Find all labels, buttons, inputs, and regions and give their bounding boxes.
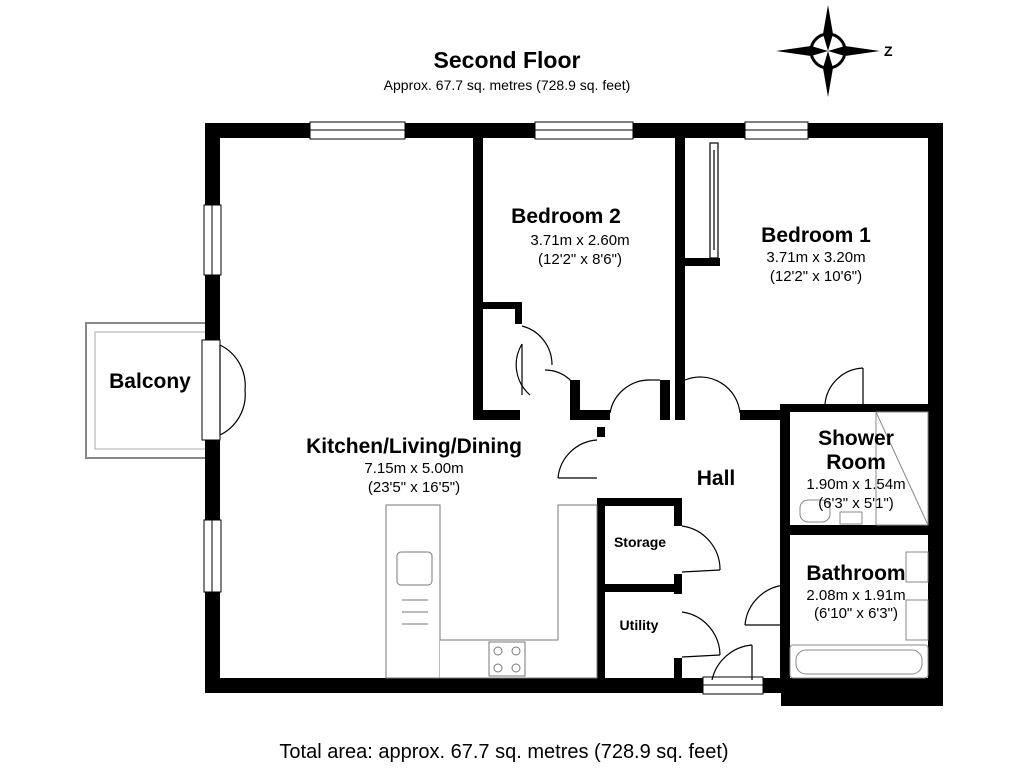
shower-room-label-line2: Room: [826, 451, 886, 474]
doors: [219, 142, 864, 681]
interior-walls: [473, 123, 943, 690]
total-area: Total area: approx. 67.7 sq. metres (728…: [279, 741, 728, 763]
bathroom-label: Bathroom: [806, 562, 905, 585]
compass-label: Z: [884, 43, 893, 59]
bathroom-metric: 2.08m x 1.91m: [806, 587, 905, 604]
bedroom-2-label: Bedroom 2: [511, 205, 621, 228]
shower-room-metric: 1.90m x 1.54m: [806, 476, 905, 493]
kitchen-imperial: (23'5" x 16'5"): [368, 479, 460, 496]
balcony-label: Balcony: [109, 370, 191, 393]
kitchen-units: [385, 504, 598, 679]
kitchen-metric: 7.15m x 5.00m: [364, 460, 463, 477]
compass-icon: Z: [776, 5, 893, 97]
shower-fixtures: [799, 411, 929, 526]
bathroom-fixtures: [789, 551, 929, 679]
balcony: [85, 322, 207, 459]
bedroom-2-imperial: (12'2" x 8'6"): [538, 251, 622, 268]
kitchen-label: Kitchen/Living/Dining: [306, 435, 522, 458]
windows: [201, 121, 809, 695]
shower-room-imperial: (6'3" x 5'1"): [818, 495, 894, 512]
utility-label: Utility: [620, 617, 659, 633]
bathroom-imperial: (6'10" x 6'3"): [814, 605, 898, 622]
shower-room-label-line1: Shower: [818, 427, 894, 450]
plan-title: Second Floor: [434, 47, 581, 73]
bedroom-1-imperial: (12'2" x 10'6"): [770, 268, 862, 285]
bedroom-2-metric: 3.71m x 2.60m: [530, 232, 629, 249]
bedroom-1-label: Bedroom 1: [761, 224, 871, 247]
plan-subtitle: Approx. 67.7 sq. metres (728.9 sq. feet): [384, 77, 631, 93]
hall-label: Hall: [697, 467, 736, 490]
bedroom-1-metric: 3.71m x 3.20m: [766, 249, 865, 266]
storage-label: Storage: [614, 534, 666, 550]
